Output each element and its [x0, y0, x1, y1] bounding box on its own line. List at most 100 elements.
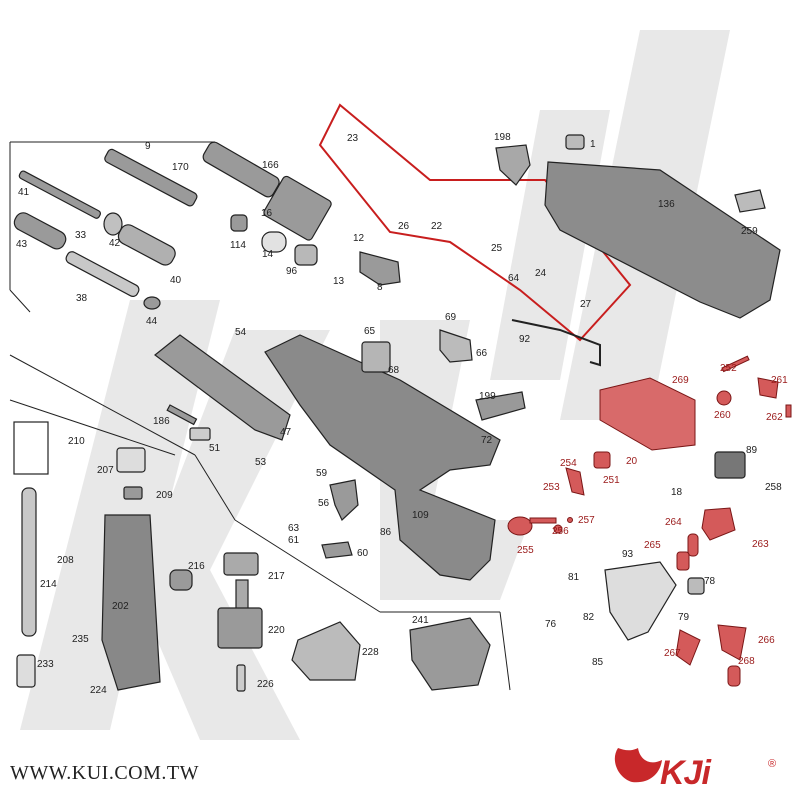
- part-label-65: 65: [364, 326, 376, 337]
- part-label-14: 14: [262, 249, 274, 260]
- part-label-136: 136: [658, 199, 675, 210]
- part-label-228: 228: [362, 647, 379, 658]
- part-label-257: 257: [578, 515, 595, 526]
- part-label-235: 235: [72, 634, 89, 645]
- part-label-252: 252: [720, 363, 737, 374]
- part-label-60: 60: [357, 548, 369, 559]
- gray-parts: [13, 134, 781, 692]
- registered-mark: ®: [768, 758, 777, 770]
- part-label-76: 76: [545, 619, 557, 630]
- part-label-47: 47: [280, 427, 292, 438]
- part-label-210: 210: [68, 436, 85, 447]
- part-label-233: 233: [37, 659, 54, 670]
- part-label-59: 59: [316, 468, 328, 479]
- part-label-16: 16: [261, 208, 273, 219]
- part-label-13: 13: [333, 276, 345, 287]
- part-label-41: 41: [18, 187, 30, 198]
- part-label-263: 263: [752, 539, 769, 550]
- part-label-254: 254: [560, 458, 577, 469]
- part-label-38: 38: [76, 293, 88, 304]
- part-label-72: 72: [481, 435, 493, 446]
- part-label-78: 78: [704, 576, 716, 587]
- part-label-220: 220: [268, 625, 285, 636]
- part-label-202: 202: [112, 601, 129, 612]
- lion-head-icon: [614, 748, 662, 783]
- highlighted-parts: [507, 355, 792, 783]
- part-label-96: 96: [286, 266, 298, 277]
- part-label-208: 208: [57, 555, 74, 566]
- part-label-264: 264: [665, 517, 682, 528]
- part-label-255: 255: [517, 545, 534, 556]
- part-label-9: 9: [145, 141, 151, 152]
- part-label-93: 93: [622, 549, 634, 560]
- guide-lines: [9, 141, 511, 691]
- part-label-12: 12: [353, 233, 365, 244]
- part-label-260: 260: [714, 410, 731, 421]
- part-label-22: 22: [431, 221, 443, 232]
- part-label-265: 265: [644, 540, 661, 551]
- part-label-85: 85: [592, 657, 604, 668]
- part-label-23: 23: [347, 133, 359, 144]
- part-label-61: 61: [288, 535, 300, 546]
- part-label-267: 267: [664, 648, 681, 659]
- part-label-199: 199: [479, 391, 496, 402]
- part-label-18: 18: [671, 487, 683, 498]
- part-label-82: 82: [583, 612, 595, 623]
- part-label-256: 256: [552, 526, 569, 537]
- part-label-166: 166: [262, 160, 279, 171]
- part-label-209: 209: [156, 490, 173, 501]
- part-label-224: 224: [90, 685, 107, 696]
- part-label-114: 114: [230, 240, 246, 251]
- part-label-214: 214: [40, 579, 57, 590]
- part-label-259: 259: [741, 226, 758, 237]
- website-url: WWW.KUI.COM.TW: [10, 762, 200, 784]
- part-label-24: 24: [535, 268, 547, 279]
- part-label-1: 1: [590, 139, 596, 150]
- part-label-217: 217: [268, 571, 285, 582]
- brand-logo: KJi: [660, 754, 711, 792]
- part-label-33: 33: [75, 230, 87, 241]
- part-label-109: 109: [412, 510, 429, 521]
- part-label-198: 198: [494, 132, 511, 143]
- part-label-25: 25: [491, 243, 503, 254]
- part-label-20: 20: [626, 456, 638, 467]
- part-label-68: 68: [388, 365, 400, 376]
- part-label-64: 64: [508, 273, 520, 284]
- part-label-258: 258: [765, 482, 782, 493]
- part-label-40: 40: [170, 275, 182, 286]
- part-label-269: 269: [672, 375, 689, 386]
- part-label-63: 63: [288, 523, 300, 534]
- part-label-266: 266: [758, 635, 775, 646]
- part-label-253: 253: [543, 482, 560, 493]
- part-label-53: 53: [255, 457, 267, 468]
- part-label-26: 26: [398, 221, 410, 232]
- part-label-54: 54: [235, 327, 247, 338]
- part-label-251: 251: [603, 475, 620, 486]
- part-label-27: 27: [580, 299, 592, 310]
- part-label-8: 8: [377, 282, 383, 293]
- part-label-207: 207: [97, 465, 114, 476]
- part-label-261: 261: [771, 375, 788, 386]
- part-label-268: 268: [738, 656, 755, 667]
- part-label-51: 51: [209, 443, 221, 454]
- part-label-216: 216: [188, 561, 205, 572]
- part-label-81: 81: [568, 572, 580, 583]
- part-label-42: 42: [109, 238, 121, 249]
- part-label-226: 226: [257, 679, 274, 690]
- part-label-241: 241: [412, 615, 429, 626]
- part-label-79: 79: [678, 612, 690, 623]
- part-label-69: 69: [445, 312, 457, 323]
- part-label-170: 170: [172, 162, 189, 173]
- part-label-92: 92: [519, 334, 531, 345]
- part-label-86: 86: [380, 527, 392, 538]
- part-label-44: 44: [146, 316, 158, 327]
- part-label-262: 262: [766, 412, 783, 423]
- part-label-56: 56: [318, 498, 330, 509]
- part-label-66: 66: [476, 348, 488, 359]
- part-label-186: 186: [153, 416, 170, 427]
- part-label-89: 89: [746, 445, 758, 456]
- highlight-outline: [318, 103, 632, 342]
- part-label-43: 43: [16, 239, 28, 250]
